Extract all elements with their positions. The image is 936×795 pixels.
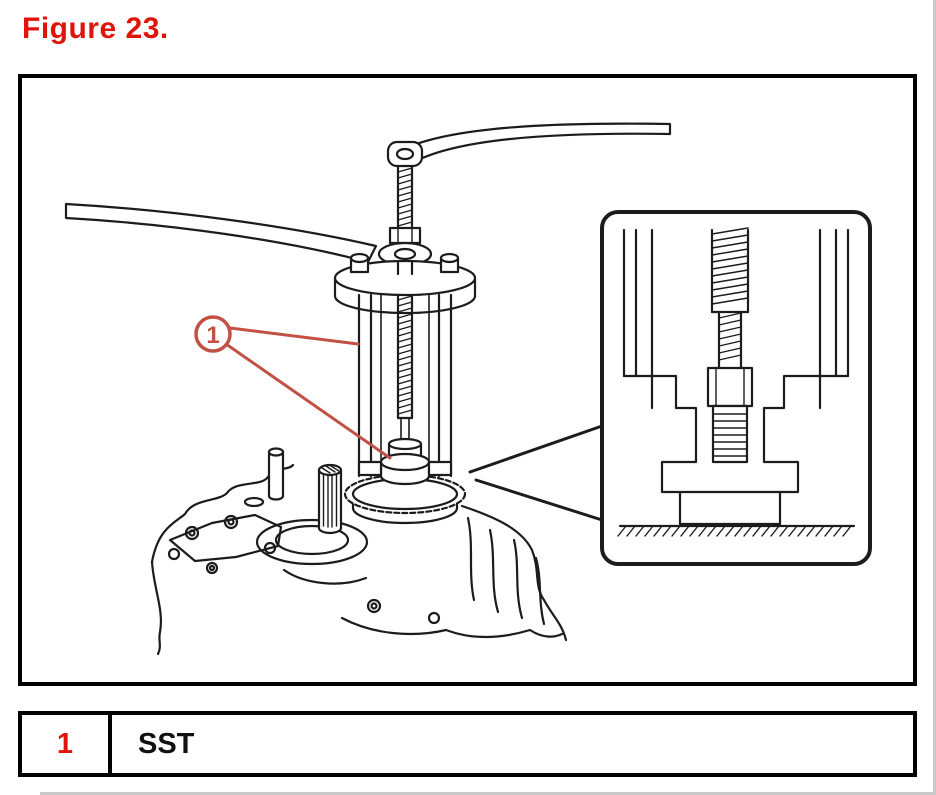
detail-inset [468, 210, 872, 566]
figure-frame: 1 [18, 74, 917, 686]
page-edge-right [933, 0, 936, 795]
callout-number: 1 [206, 322, 219, 349]
transaxle-case-drawing [150, 447, 568, 656]
legend-table: 1 SST [18, 711, 917, 777]
callout-circle [194, 315, 232, 353]
page-edge-bottom [40, 792, 936, 795]
legend-value: SST [138, 727, 195, 760]
legend-key: 1 [22, 715, 112, 773]
technical-illustration: 1 [22, 78, 913, 682]
figure-title: Figure 23. [22, 12, 169, 45]
sst-puller-drawing [64, 122, 672, 525]
callout-1: 1 [194, 315, 392, 460]
